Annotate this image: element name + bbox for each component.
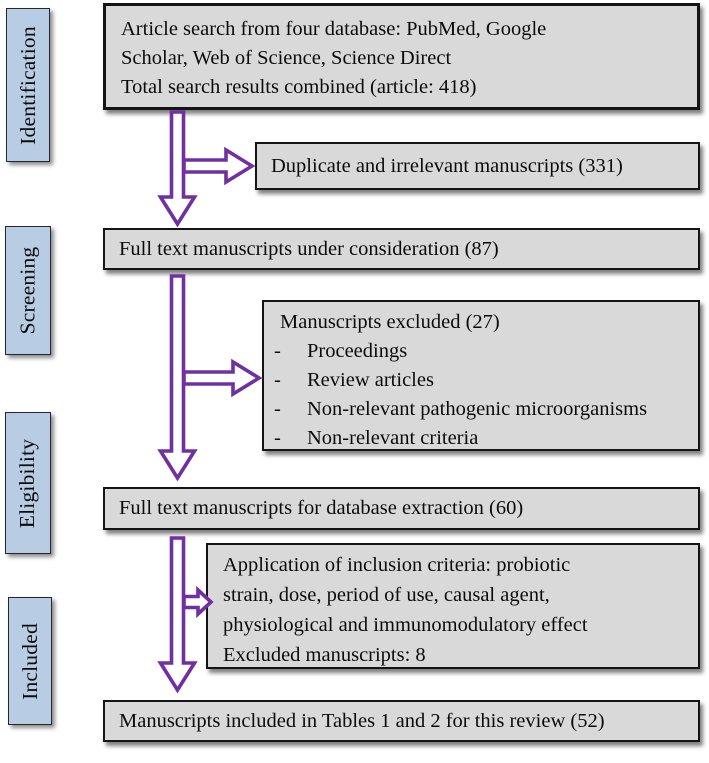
box-article-search-line3: Total search results combined (article: … xyxy=(121,76,477,98)
box-inclusion-criteria-line2: strain, dose, period of use, causal agen… xyxy=(223,584,550,606)
down-arrow-icon-3 xyxy=(157,536,198,694)
box-manuscripts-excluded: Manuscripts excluded (27) - Proceedings … xyxy=(262,300,700,451)
stage-label-eligibility: Eligibility xyxy=(5,412,51,554)
excluded-item-text: Non-relevant pathogenic microorganisms xyxy=(307,398,648,420)
right-arrow-icon-1 xyxy=(182,146,256,186)
excluded-item-nonrelevant-criteria: - Non-relevant criteria xyxy=(264,424,698,453)
stage-label-screening: Screening xyxy=(5,226,51,355)
stage-label-identification: Identification xyxy=(6,8,50,162)
down-arrow-icon-2 xyxy=(157,274,198,482)
box-inclusion-criteria-line4: Excluded manuscripts: 8 xyxy=(223,644,426,666)
dash-bullet: - xyxy=(274,369,281,391)
excluded-item-review-articles: - Review articles xyxy=(264,366,698,395)
box-duplicates-removed: Duplicate and irrelevant manuscripts (33… xyxy=(255,142,700,190)
box-included-final: Manuscripts included in Tables 1 and 2 f… xyxy=(103,700,700,742)
dash-bullet: - xyxy=(274,427,281,449)
dash-bullet: - xyxy=(274,398,281,420)
box-inclusion-criteria-line1: Application of inclusion criteria: probi… xyxy=(223,554,571,576)
box-fulltext-consideration: Full text manuscripts under consideratio… xyxy=(103,228,700,270)
box-inclusion-criteria: Application of inclusion criteria: probi… xyxy=(206,543,700,669)
right-arrow-icon-2 xyxy=(182,358,263,398)
box-duplicates-removed-text: Duplicate and irrelevant manuscripts (33… xyxy=(271,154,623,177)
excluded-item-text: Proceedings xyxy=(307,340,408,362)
excluded-item-text: Non-relevant criteria xyxy=(307,427,479,449)
box-article-search-line1: Article search from four database: PubMe… xyxy=(121,18,547,40)
stage-label-included: Included xyxy=(8,597,52,725)
box-included-final-text: Manuscripts included in Tables 1 and 2 f… xyxy=(119,709,605,732)
box-fulltext-extraction-text: Full text manuscripts for database extra… xyxy=(119,497,524,519)
box-fulltext-consideration-text: Full text manuscripts under consideratio… xyxy=(119,237,499,260)
excluded-item-text: Review articles xyxy=(307,369,434,391)
box-fulltext-extraction: Full text manuscripts for database extra… xyxy=(103,487,700,530)
box-article-search: Article search from four database: PubMe… xyxy=(103,3,700,110)
right-arrow-icon-3 xyxy=(182,585,214,619)
down-arrow-icon-1 xyxy=(157,110,198,228)
dash-bullet: - xyxy=(274,340,281,362)
box-manuscripts-excluded-title: Manuscripts excluded (27) xyxy=(280,311,500,333)
box-inclusion-criteria-line3: physiological and immunomodulatory effec… xyxy=(223,614,588,636)
excluded-item-nonrelevant-pathogens: - Non-relevant pathogenic microorganisms xyxy=(264,395,698,424)
excluded-item-proceedings: - Proceedings xyxy=(264,337,698,366)
box-article-search-line2: Scholar, Web of Science, Science Direct xyxy=(121,47,452,69)
